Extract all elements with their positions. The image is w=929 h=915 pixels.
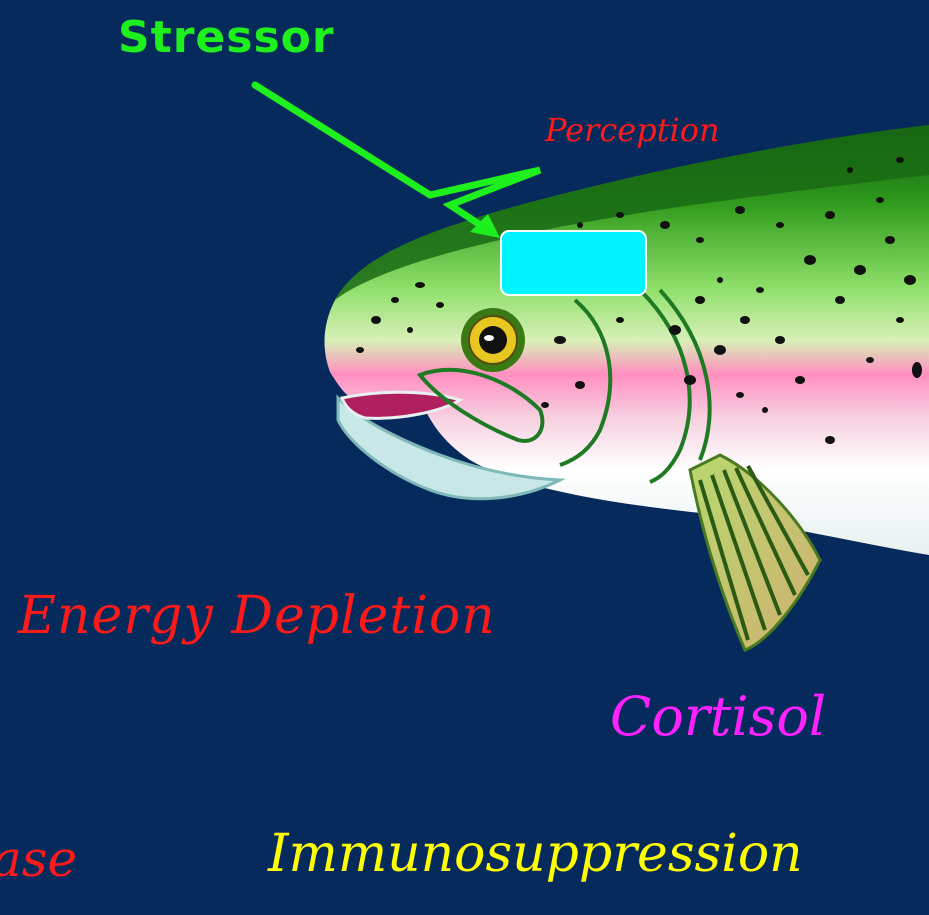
- fish-eye-pupil: [479, 326, 507, 354]
- perception-label: Perception: [545, 114, 720, 146]
- stressor-label: Stressor: [118, 16, 335, 60]
- immunosuppression-label: Immunosuppression: [268, 828, 803, 880]
- energy-depletion-label: Energy Depletion: [18, 590, 496, 642]
- disease-label-fragment: ase: [0, 834, 77, 884]
- cortisol-label: Cortisol: [610, 690, 826, 744]
- fish-eye-highlight: [484, 335, 494, 341]
- brain-box: [501, 231, 646, 295]
